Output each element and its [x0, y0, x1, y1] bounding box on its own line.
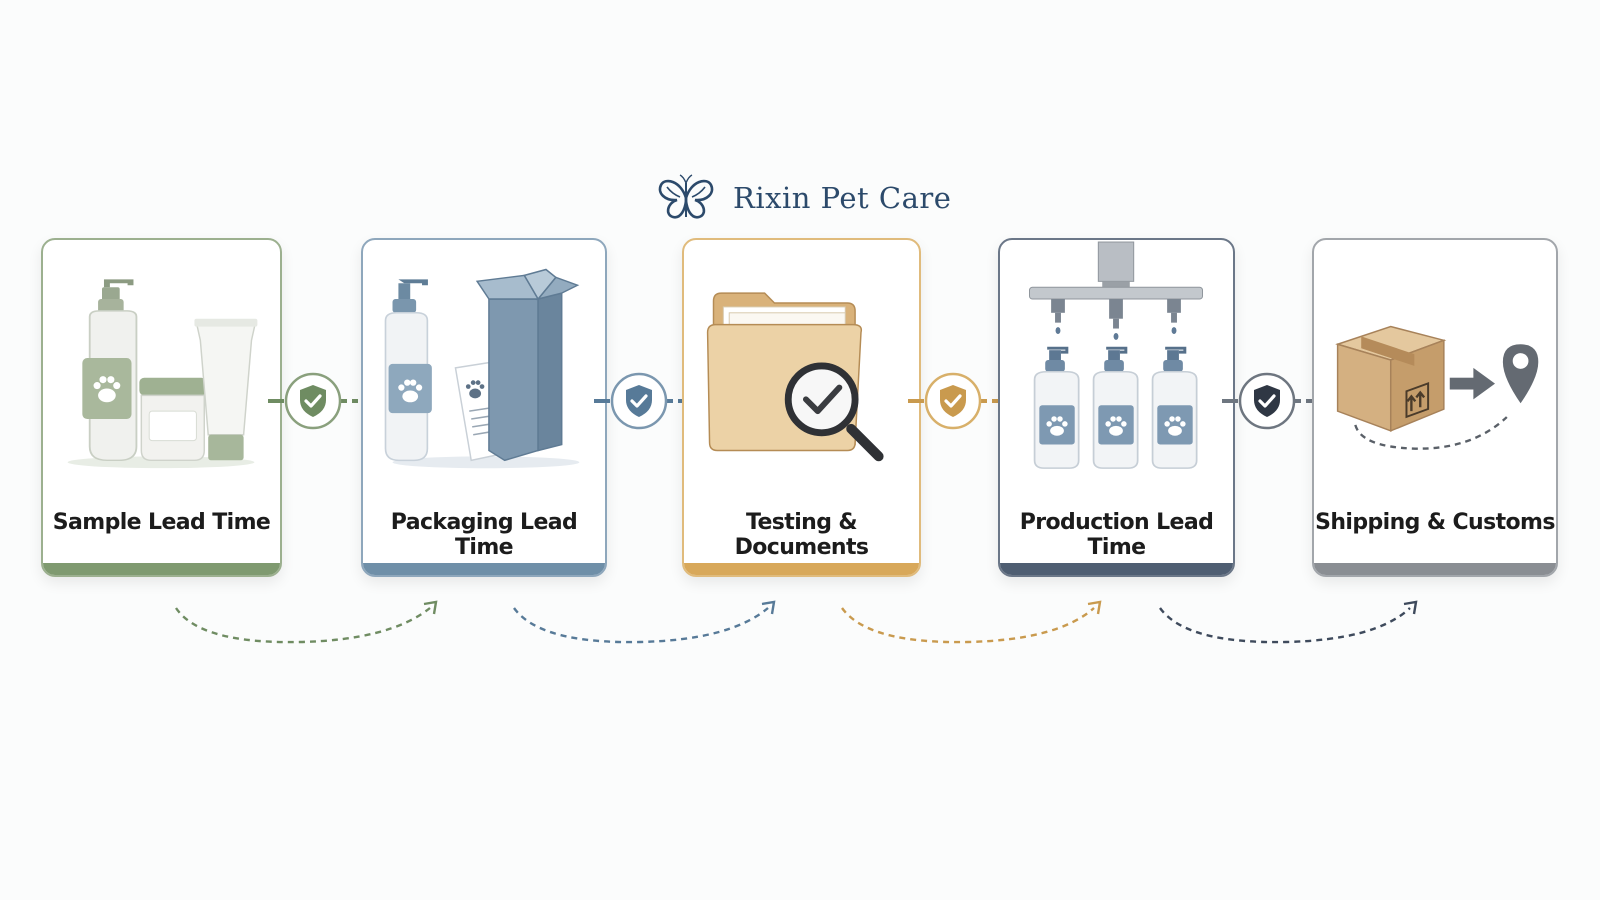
step-label: Production Lead Time [1019, 510, 1214, 560]
step-card-production: Production Lead Time [998, 238, 1235, 577]
flow-arrow-2 [513, 600, 776, 644]
flow-arrows [175, 600, 1418, 644]
brand-header: Rixin Pet Care [655, 170, 951, 226]
step-label: Shipping & Customs [1315, 510, 1555, 535]
shield-check-icon [940, 385, 966, 417]
shield-check-icon [300, 385, 326, 417]
step-label: Testing & Documents [734, 510, 869, 560]
step-card-packaging: Packaging Lead Time [361, 238, 607, 577]
connector-4 [1222, 372, 1312, 430]
step-card-sample: Sample Lead Time [41, 238, 282, 577]
step-label: Sample Lead Time [52, 510, 271, 535]
step-card-shipping: Shipping & Customs [1312, 238, 1558, 577]
connector-3 [908, 372, 998, 430]
flow-arrow-3 [841, 600, 1102, 644]
connector-1 [268, 372, 358, 430]
folder-magnifier-icon [706, 292, 884, 462]
butterfly-logo-icon [658, 174, 714, 219]
brand-name: Rixin Pet Care [733, 181, 952, 215]
pet-care-products-icon [67, 279, 258, 469]
shield-check-icon [626, 385, 652, 417]
connector-2 [594, 372, 684, 430]
flow-arrow-1 [175, 600, 438, 644]
step-card-testing: Testing & Documents [682, 238, 921, 577]
shield-check-icon [1254, 385, 1280, 417]
flow-arrow-4 [1159, 600, 1418, 644]
parcel-to-location-icon [1335, 325, 1539, 450]
step-label: Packaging Lead Time [390, 510, 578, 560]
filling-machine-icon [1029, 241, 1204, 469]
bottle-and-box-icon [384, 268, 580, 469]
